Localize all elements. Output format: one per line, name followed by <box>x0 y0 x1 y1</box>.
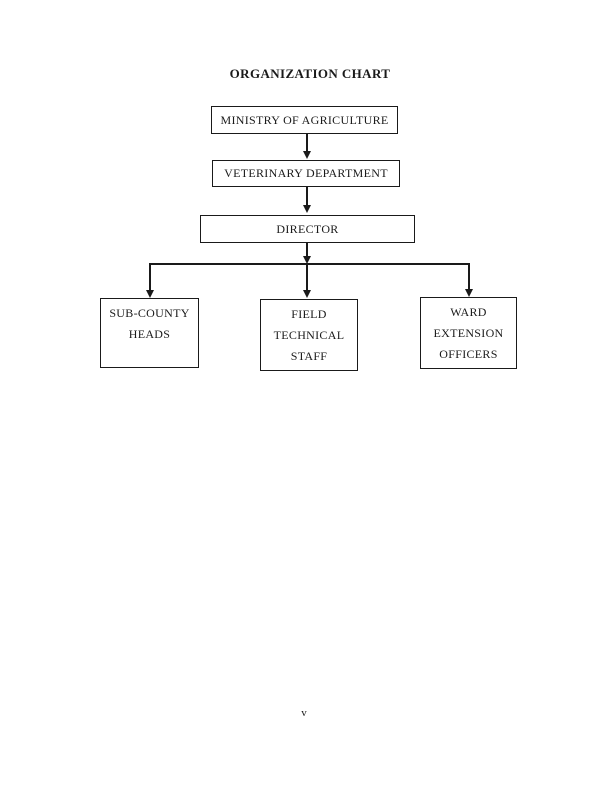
arrowhead-down-icon <box>303 256 311 264</box>
org-node-label-line: HEADS <box>128 327 171 341</box>
arrowhead-down-icon <box>146 290 154 298</box>
org-node-label-line: OFFICERS <box>439 347 498 361</box>
org-node-label-line: FIELD <box>291 307 327 321</box>
connector-branch-to-field-technical <box>306 263 308 291</box>
connector-ministry-to-veterinary <box>306 134 308 152</box>
page-number: v <box>301 707 307 719</box>
org-node-label-line: TECHNICAL <box>273 328 345 342</box>
arrowhead-down-icon <box>303 151 311 159</box>
org-node-veterinary-department: VETERINARY DEPARTMENT <box>212 160 400 187</box>
org-node-field-technical-staff: FIELD TECHNICAL STAFF <box>260 299 358 371</box>
connector-branch-to-ward-extension <box>468 263 470 290</box>
org-node-label-line: SUB-COUNTY <box>109 306 190 320</box>
org-node-label-line: STAFF <box>290 349 328 363</box>
page-title: ORGANIZATION CHART <box>229 66 391 81</box>
arrowhead-down-icon <box>465 289 473 297</box>
org-node-ministry-of-agriculture: MINISTRY OF AGRICULTURE <box>211 106 398 134</box>
org-node-ward-extension-officers: WARD EXTENSION OFFICERS <box>420 297 517 369</box>
org-node-director: DIRECTOR <box>200 215 415 243</box>
arrowhead-down-icon <box>303 290 311 298</box>
connector-director-to-branch-bar <box>306 243 308 257</box>
arrowhead-down-icon <box>303 205 311 213</box>
org-node-label: DIRECTOR <box>276 221 339 236</box>
connector-veterinary-to-director <box>306 187 308 206</box>
connector-branch-to-sub-county <box>149 263 151 291</box>
org-node-sub-county-heads: SUB-COUNTY HEADS <box>100 298 199 368</box>
connector-branch-bar <box>149 263 470 265</box>
org-node-label-line: WARD <box>450 305 487 319</box>
org-node-label: VETERINARY DEPARTMENT <box>224 166 388 180</box>
org-node-label-line: EXTENSION <box>433 326 504 340</box>
org-node-label: MINISTRY OF AGRICULTURE <box>220 112 389 127</box>
